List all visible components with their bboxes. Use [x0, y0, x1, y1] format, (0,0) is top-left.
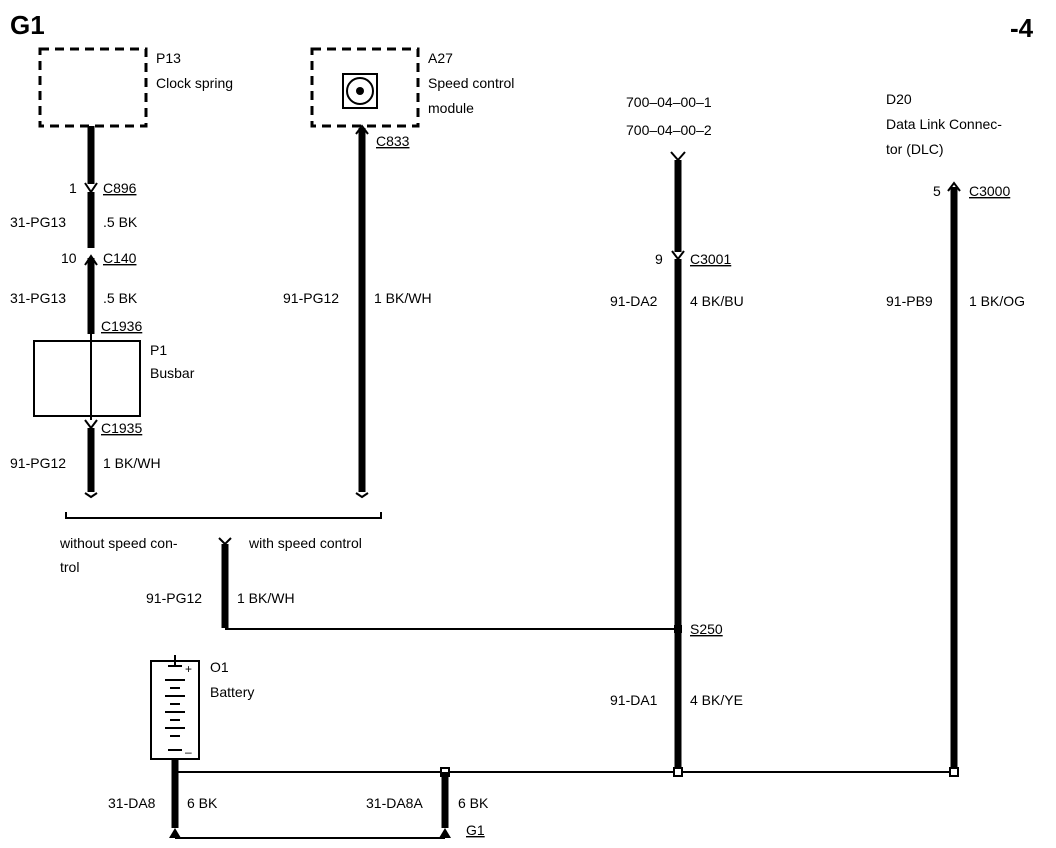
option-without-line2: trol	[60, 559, 79, 575]
junction-node	[673, 767, 683, 777]
pg13-b-spec: .5 BK	[103, 290, 138, 306]
wire-end	[355, 492, 369, 499]
battery-minus-icon: –	[185, 745, 192, 759]
connector-arrow	[670, 151, 686, 162]
ref-link-2: 700–04–00–2	[626, 122, 712, 138]
da2-circuit: 91-DA2	[610, 293, 658, 309]
c3000-label: C3000	[969, 183, 1010, 199]
battery-name: Battery	[210, 684, 254, 700]
c896-pin: 1	[69, 180, 77, 196]
connector-arrow	[84, 182, 98, 194]
junction-node	[949, 767, 959, 777]
pg12-merged-spec: 1 BK/WH	[237, 590, 295, 606]
battery-cell-icon	[165, 679, 185, 737]
c140-pin: 10	[61, 250, 77, 266]
steering-wheel-hub	[356, 87, 364, 95]
c3000-pin: 5	[933, 183, 941, 199]
da8-spec: 6 BK	[187, 795, 218, 811]
da8a-circuit: 31-DA8A	[366, 795, 423, 811]
pg12-busbar-spec: 1 BK/WH	[103, 455, 161, 471]
c3001-label: C3001	[690, 251, 731, 267]
c1935-label: C1935	[101, 420, 142, 436]
ref-link-1: 700–04–00–1	[626, 94, 712, 110]
busbar-ref: P1	[150, 342, 167, 358]
c1936-label: C1936	[101, 318, 142, 334]
c833-label: C833	[376, 133, 410, 149]
pg12-merged-circuit: 91-PG12	[146, 590, 202, 606]
ground-terminal-icon	[439, 828, 451, 838]
option-bracket	[65, 512, 382, 519]
page-number: -4	[1010, 13, 1034, 43]
connector-arrow	[671, 250, 685, 261]
pg12-module-spec: 1 BK/WH	[374, 290, 432, 306]
wire-end	[84, 492, 98, 499]
dlc-name-line1: Data Link Connec-	[886, 116, 1002, 132]
battery-plus-icon: +	[185, 662, 192, 676]
option-with: with speed control	[248, 535, 362, 551]
da2-spec: 4 BK/BU	[690, 293, 744, 309]
speed-control-module-box	[310, 47, 420, 128]
dlc-name-line2: tor (DLC)	[886, 141, 944, 157]
speed-control-ref: A27	[428, 50, 453, 66]
option-without-line1: without speed con-	[59, 535, 178, 551]
pb9-circuit: 91-PB9	[886, 293, 933, 309]
connector-arrow	[84, 254, 98, 266]
da1-circuit: 91-DA1	[610, 692, 658, 708]
busbar-component-box	[33, 340, 141, 417]
pg12-module-circuit: 91-PG12	[283, 290, 339, 306]
ground-g1-label: G1	[466, 822, 485, 838]
s250-label: S250	[690, 621, 723, 637]
c3001-pin: 9	[655, 251, 663, 267]
c140-label: C140	[103, 250, 137, 266]
ground-terminal-icon	[169, 828, 181, 838]
pb9-spec: 1 BK/OG	[969, 293, 1025, 309]
splice-s250	[674, 625, 682, 633]
c896-label: C896	[103, 180, 137, 196]
da1-spec: 4 BK/YE	[690, 692, 743, 708]
pg12-busbar-circuit: 91-PG12	[10, 455, 66, 471]
speed-control-name-line2: module	[428, 100, 474, 116]
dlc-ref: D20	[886, 91, 912, 107]
connector-arrow	[947, 181, 961, 192]
steering-wheel-icon	[346, 77, 374, 105]
clock-spring-ref: P13	[156, 50, 181, 66]
connector-arrow	[218, 537, 232, 546]
battery-ref: O1	[210, 659, 229, 675]
da8-circuit: 31-DA8	[108, 795, 156, 811]
da8a-spec: 6 BK	[458, 795, 489, 811]
clock-spring-name: Clock spring	[156, 75, 233, 91]
page-title: G1	[10, 10, 45, 40]
connector-arrow	[355, 124, 369, 135]
connector-arrow	[84, 419, 98, 430]
pg13-b-circuit: 31-PG13	[10, 290, 66, 306]
clock-spring-component-box	[38, 47, 148, 128]
pg13-a-circuit: 31-PG13	[10, 214, 66, 230]
pg13-a-spec: .5 BK	[103, 214, 138, 230]
speed-control-name-line1: Speed control	[428, 75, 514, 91]
busbar-name: Busbar	[150, 365, 195, 381]
